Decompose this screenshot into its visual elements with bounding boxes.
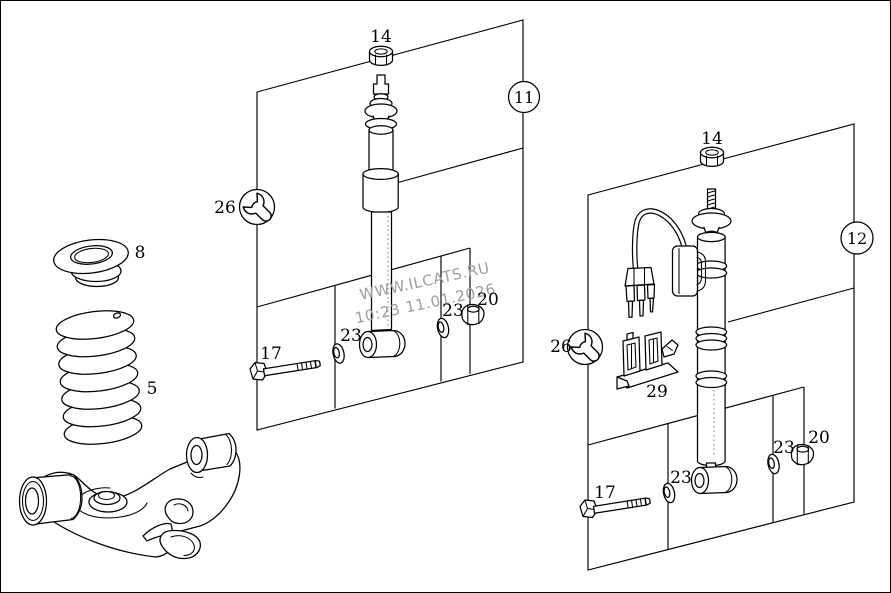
wrench-icon	[238, 188, 279, 229]
label-23-left-outer: 23	[442, 301, 464, 321]
callout-12: 12	[840, 221, 874, 255]
label-5: 5	[147, 379, 158, 399]
control-arm	[18, 432, 241, 560]
panel-outline-left	[256, 19, 524, 431]
label-23-left-inner: 23	[340, 326, 362, 346]
label-23-right-inner: 23	[670, 468, 692, 488]
label-26-right: 26	[550, 337, 572, 357]
spring-seat-part8	[53, 238, 129, 288]
shock-absorber-left	[358, 74, 406, 359]
assembly-right-shock: 12	[566, 123, 874, 571]
label-8: 8	[135, 243, 146, 263]
callout-number: 11	[514, 88, 534, 107]
label-14-left: 14	[370, 27, 392, 47]
nut-14-left	[368, 45, 394, 67]
callout-11: 11	[507, 80, 541, 114]
label-14-right: 14	[701, 129, 723, 149]
label-17-right: 17	[594, 483, 616, 503]
panel-divider-left	[397, 147, 524, 184]
label-26-left: 26	[214, 198, 236, 218]
label-29: 29	[646, 382, 668, 402]
label-20-right: 20	[808, 428, 830, 448]
callout-circle	[840, 221, 874, 255]
cable-plug	[624, 266, 656, 318]
coil-spring-part5	[55, 310, 143, 445]
label-20-left: 20	[477, 290, 499, 310]
ads-valve-box	[671, 245, 699, 297]
wrench-icon	[566, 328, 607, 369]
shock-absorber-right	[624, 188, 738, 495]
label-23-right-outer: 23	[773, 438, 795, 458]
callout-circle	[507, 80, 541, 114]
panel-divider-right	[727, 287, 855, 323]
assembly-left-shock: 11	[238, 19, 541, 431]
connector-bracket-29	[616, 331, 679, 390]
part-labels: 14 26 17 23 23 20 8 5 14 26 29 17 23 23 …	[135, 27, 830, 503]
nut-14-right	[699, 146, 725, 168]
label-17-left: 17	[260, 344, 282, 364]
callout-number: 12	[847, 229, 867, 248]
